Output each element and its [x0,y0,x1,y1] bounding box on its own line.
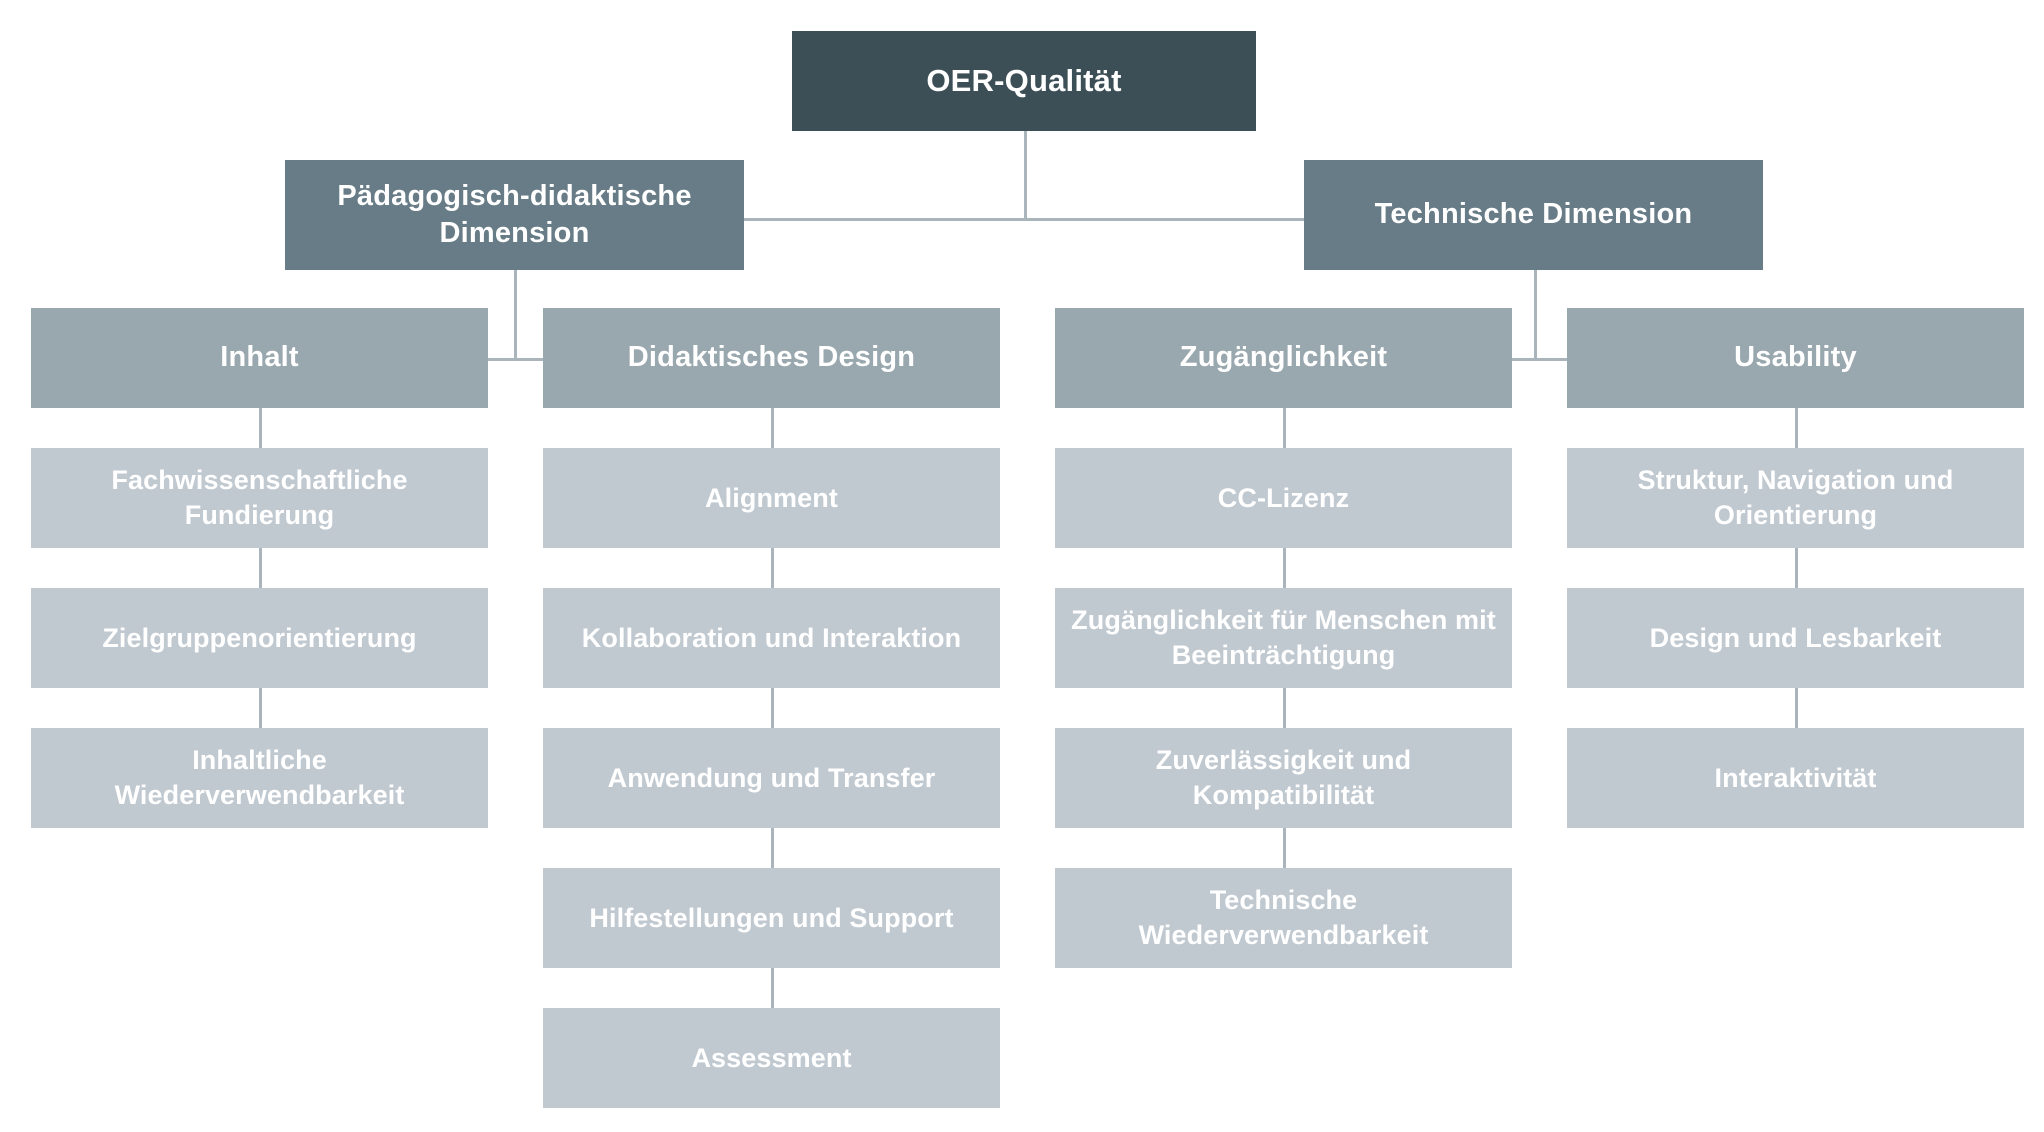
connector-technical-stem [1534,270,1537,360]
node-interaktivitaet[interactable]: Interaktivität [1567,728,2024,828]
connector-zugaenglichkeit-4 [1283,828,1286,868]
connector-technical-bus [1283,358,1797,361]
node-zugaenglichkeit-fuer-menschen-mit-beeintraechtigung[interactable]: Zugänglichkeit für Menschen mit Beeinträ… [1055,588,1512,688]
connector-inhalt-3 [259,688,262,728]
connector-didaktisches-design-4 [771,828,774,868]
connector-usability-1 [1795,408,1798,448]
connector-pedagogic-stem [514,270,517,360]
node-zuverlaessigkeit-und-kompatibilitaet[interactable]: Zuverlässigkeit und Kompatibilität [1055,728,1512,828]
node-zielgruppenorientierung[interactable]: Zielgruppenorientierung [31,588,488,688]
node-inhalt[interactable]: Inhalt [31,308,488,408]
node-design-und-lesbarkeit[interactable]: Design und Lesbarkeit [1567,588,2024,688]
connector-didaktisches-design-3 [771,688,774,728]
node-zugaenglichkeit[interactable]: Zugänglichkeit [1055,308,1512,408]
connector-zugaenglichkeit-2 [1283,548,1286,588]
node-assessment[interactable]: Assessment [543,1008,1000,1108]
node-alignment[interactable]: Alignment [543,448,1000,548]
connector-pedagogic-bus [259,358,773,361]
node-fachwissenschaftliche-fundierung[interactable]: Fachwissenschaftliche Fundierung [31,448,488,548]
node-kollaboration-und-interaktion[interactable]: Kollaboration und Interaktion [543,588,1000,688]
node-technische-wiederverwendbarkeit[interactable]: Technische Wiederverwendbarkeit [1055,868,1512,968]
connector-usability-2 [1795,548,1798,588]
node-anwendung-und-transfer[interactable]: Anwendung und Transfer [543,728,1000,828]
node-cc-lizenz[interactable]: CC-Lizenz [1055,448,1512,548]
connector-zugaenglichkeit-3 [1283,688,1286,728]
connector-root-stem [1024,131,1027,221]
connector-didaktisches-design-1 [771,408,774,448]
connector-zugaenglichkeit-1 [1283,408,1286,448]
connector-usability-3 [1795,688,1798,728]
node-oer-qualitaet[interactable]: OER-Qualität [792,31,1256,131]
node-didaktisches-design[interactable]: Didaktisches Design [543,308,1000,408]
connector-inhalt-1 [259,408,262,448]
connector-inhalt-2 [259,548,262,588]
node-paedagogisch-didaktische-dimension[interactable]: Pädagogisch-didaktische Dimension [285,160,744,270]
connector-didaktisches-design-5 [771,968,774,1008]
node-technische-dimension[interactable]: Technische Dimension [1304,160,1763,270]
connector-didaktisches-design-2 [771,548,774,588]
connector-dimension-bus [744,218,1304,221]
node-hilfestellungen-und-support[interactable]: Hilfestellungen und Support [543,868,1000,968]
node-inhaltliche-wiederverwendbarkeit[interactable]: Inhaltliche Wiederverwendbarkeit [31,728,488,828]
node-usability[interactable]: Usability [1567,308,2024,408]
node-struktur-navigation-und-orientierung[interactable]: Struktur, Navigation und Orientierung [1567,448,2024,548]
